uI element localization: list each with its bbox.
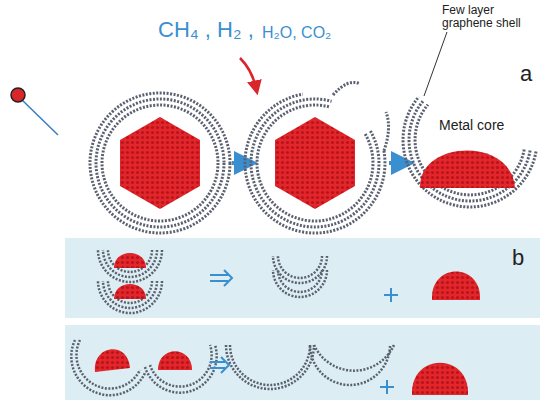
gas-label: CH₄ , H₂ , [158,18,254,42]
yield-arrow [210,270,232,286]
graphene-shell [245,82,389,233]
pin-dot [11,88,25,102]
graphene-shell [403,97,536,207]
plus-sign [380,380,394,394]
panel [65,325,540,400]
graphene-shell [98,250,327,313]
panel-letter: a [520,62,532,86]
gas-label: H₂O, CO₂ [262,24,331,42]
metal-core [114,284,146,299]
pin-line [20,98,58,135]
yield-arrow [210,357,229,373]
leader-line [424,32,447,96]
metal-core [420,150,515,188]
plus-sign [384,288,398,302]
metal-core [432,272,480,301]
metal-core [114,253,146,268]
metal-core [158,351,192,370]
panel [65,238,540,318]
metal-core [95,349,130,372]
callout-label: Few layer graphene shell [442,4,537,30]
metal-core [120,117,200,209]
step-arrow [389,161,403,165]
panel-letter: b [512,246,524,270]
callout-label: Metal core [439,118,504,133]
graphene-shell [71,340,394,395]
gas-arrow [240,58,256,88]
metal-core [412,363,468,395]
graphene-shell [90,93,230,233]
metal-core [275,117,355,209]
